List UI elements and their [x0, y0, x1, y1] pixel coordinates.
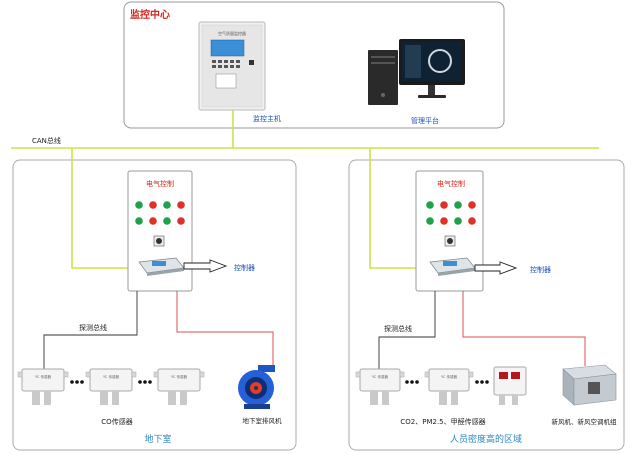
left-rotary-switch-icon — [153, 235, 165, 247]
fresh-air-unit-icon — [562, 364, 617, 406]
right-indicator-lights — [426, 201, 476, 225]
left-controller-arrow-icon — [183, 259, 228, 273]
right-sensor-2-brand: YC 传感器 — [441, 374, 458, 379]
formaldehyde-sensor-icon — [493, 366, 527, 405]
left-sensor-label: CO传感器 — [101, 417, 132, 426]
right-ellipsis-1 — [405, 380, 419, 384]
right-zone-box — [348, 159, 625, 451]
monitoring-center-title: 监控中心 — [130, 8, 170, 21]
right-controller-label: 控制器 — [530, 265, 551, 274]
right-panel-title: 电气控制 — [437, 179, 465, 188]
can-bus-label: CAN总线 — [32, 136, 61, 145]
left-controller-device-icon — [138, 257, 185, 276]
right-controller-arrow-icon — [474, 261, 518, 275]
left-probe-bus-label: 探测总线 — [79, 323, 107, 332]
right-ellipsis-2 — [475, 380, 489, 384]
left-ellipsis-2 — [138, 380, 152, 384]
right-rotary-switch-icon — [444, 235, 456, 247]
right-sensor-1-brand: YC 传感器 — [372, 374, 389, 379]
left-sensor-1-brand: YC 传感器 — [35, 374, 52, 379]
right-zone-title: 人员密度高的区域 — [450, 433, 522, 445]
left-zone-box — [12, 159, 297, 451]
left-controller-label: 控制器 — [234, 263, 255, 272]
left-sensor-1-icon: YC 传感器 — [17, 368, 69, 405]
left-sensor-2-icon: YC 传感器 — [85, 368, 137, 405]
right-sensor-1-icon: YC 传感器 — [355, 368, 405, 405]
left-panel-title: 电气控制 — [146, 179, 174, 188]
left-zone-title: 地下室 — [144, 433, 171, 445]
right-power-line — [462, 291, 586, 366]
management-platform-label: 管理平台 — [411, 116, 439, 125]
monitoring-host-icon: 空气质量监控器 — [198, 21, 266, 111]
right-fan-label: 新风机、新风空调机组 — [552, 417, 618, 426]
left-indicator-lights — [135, 201, 185, 225]
left-sensor-2-brand: YC 传感器 — [103, 374, 120, 379]
left-power-line — [176, 291, 274, 368]
left-can-drop — [71, 148, 152, 269]
monitoring-host-label: 监控主机 — [253, 114, 281, 123]
exhaust-fan-icon — [238, 365, 275, 409]
left-probe-bus-line — [43, 291, 138, 372]
left-fan-label: 地下室排风机 — [243, 416, 283, 425]
right-sensor-2-icon: YC 传感器 — [424, 368, 474, 405]
management-platform-icon — [368, 39, 465, 105]
host-screen-text: 空气质量监控器 — [218, 30, 246, 36]
left-sensor-3-icon: YC 传感器 — [153, 368, 205, 405]
right-probe-bus-label: 探测总线 — [384, 324, 412, 333]
left-ellipsis-1 — [70, 380, 84, 384]
right-sensor-label: CO2、PM2.5、甲醛传感器 — [400, 417, 485, 426]
left-sensor-3-brand: YC 传感器 — [171, 374, 188, 379]
right-probe-bus-line — [378, 291, 436, 372]
